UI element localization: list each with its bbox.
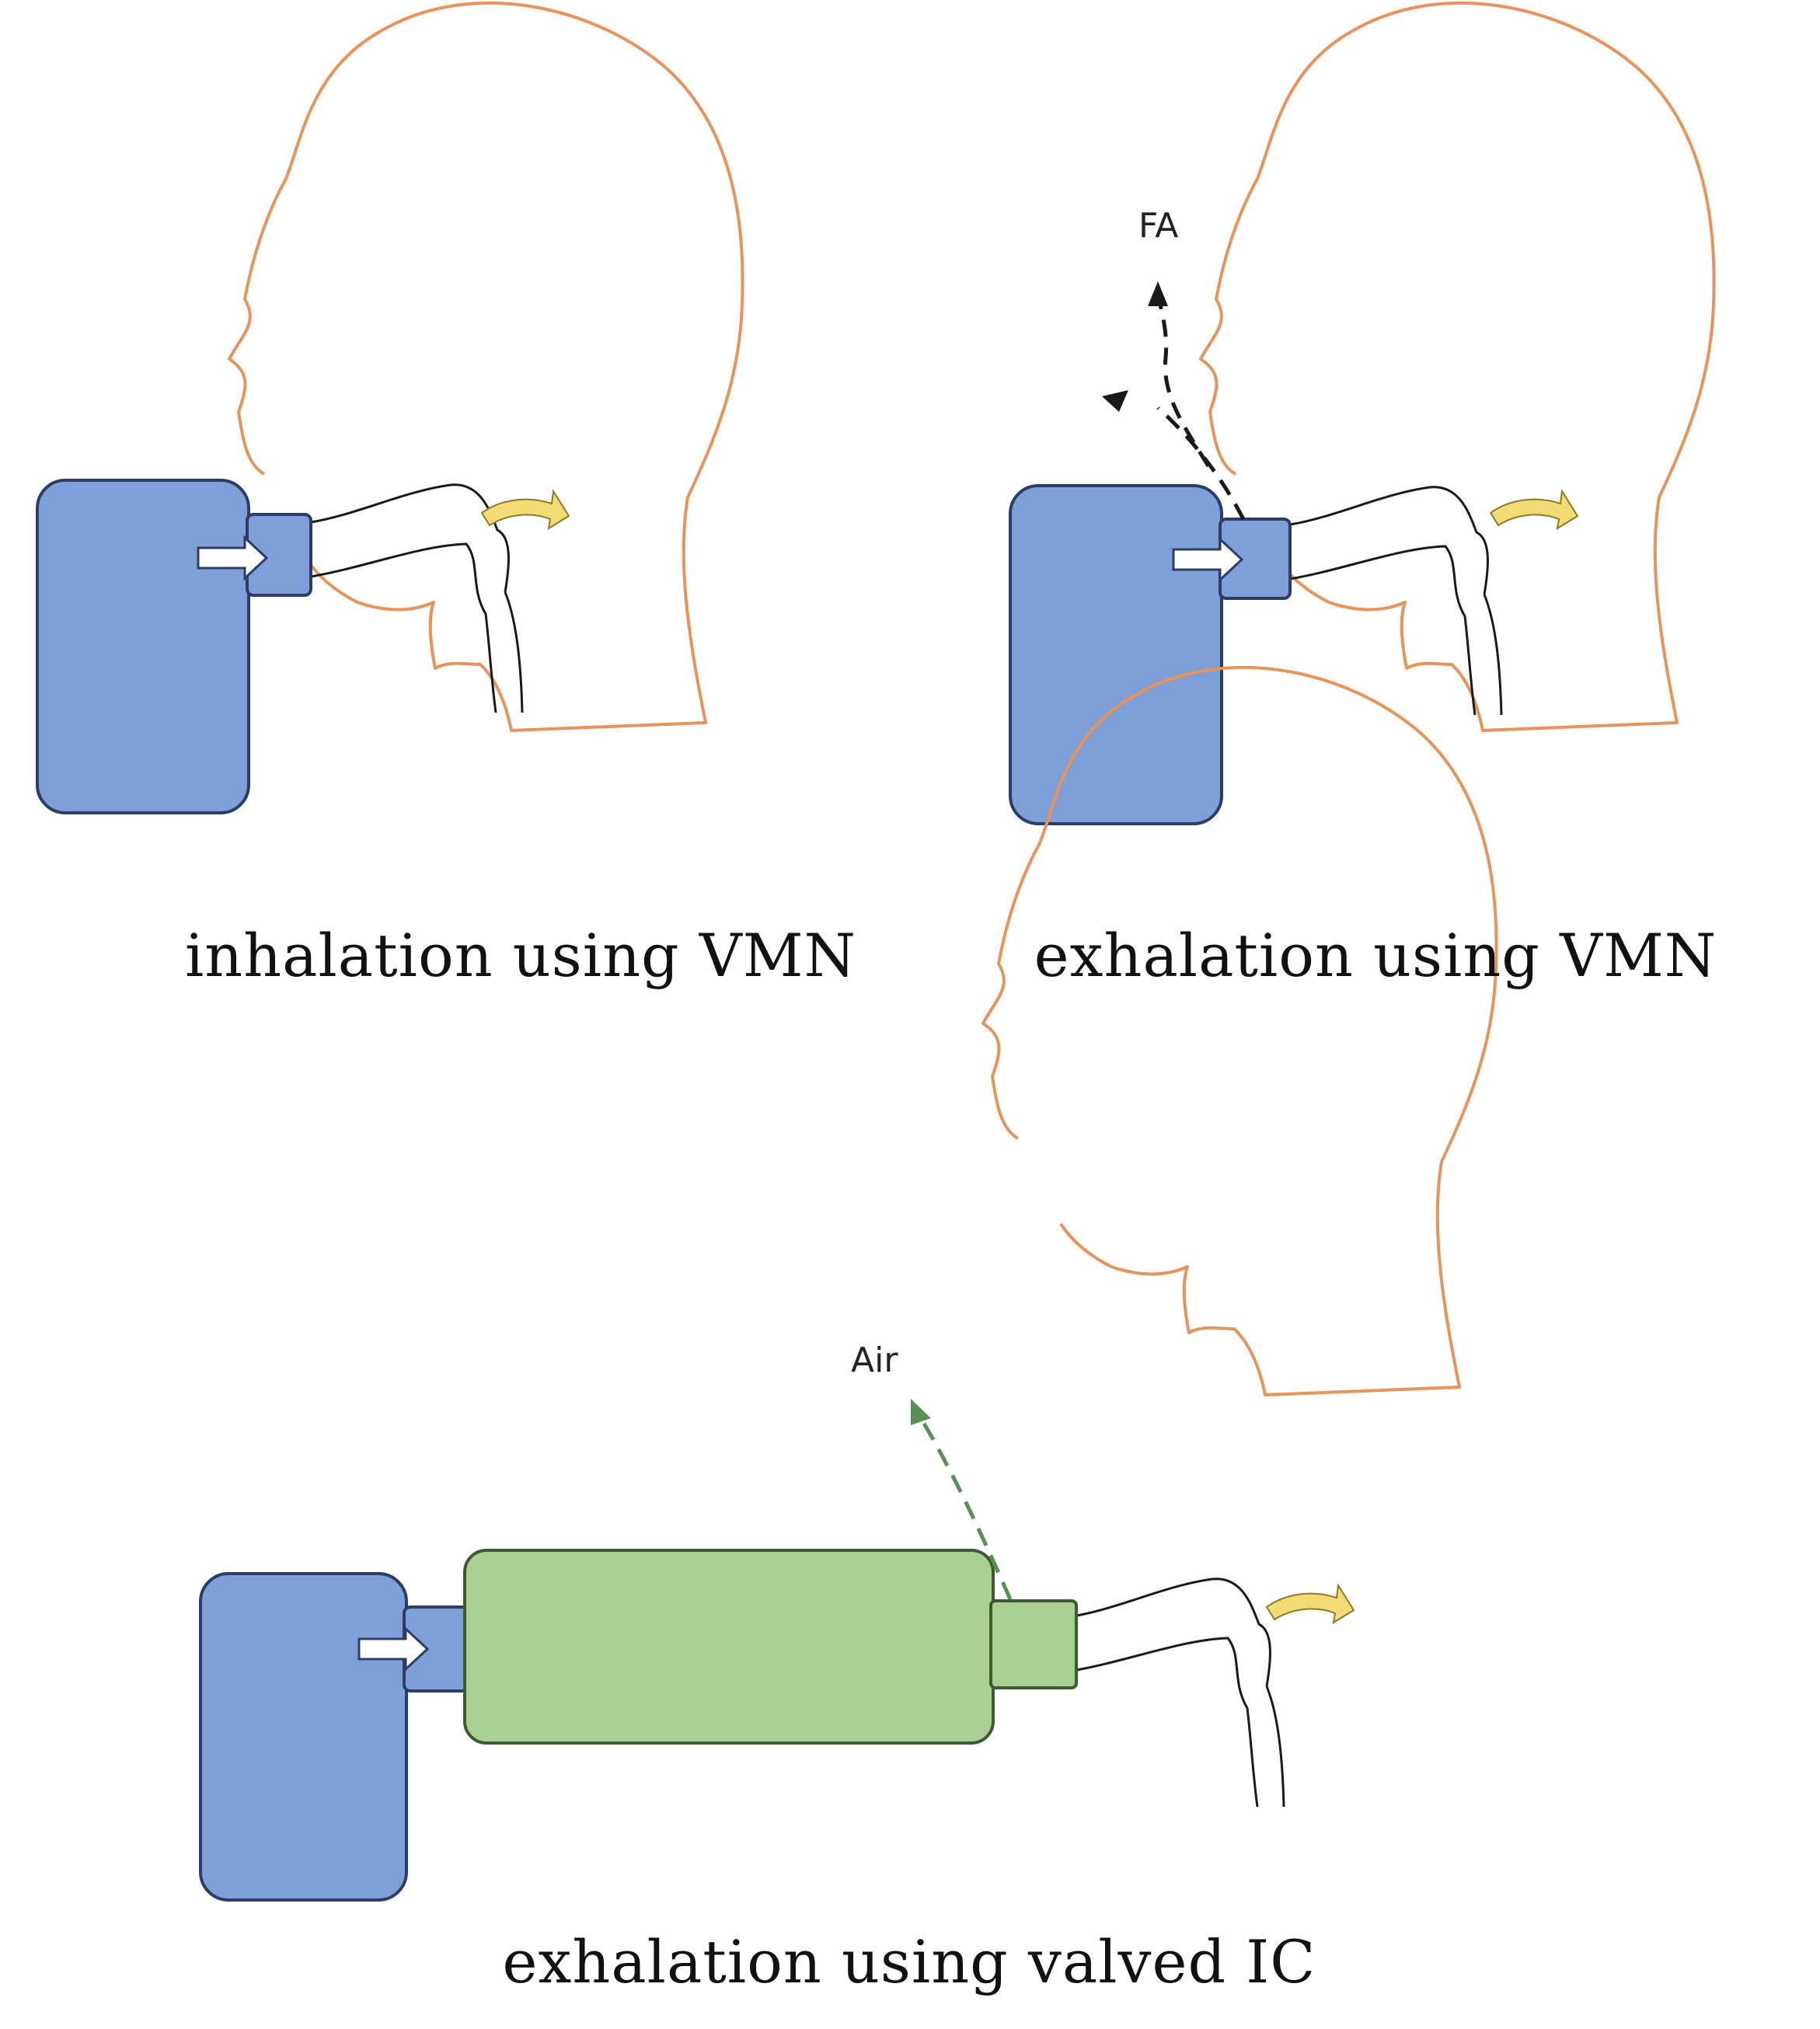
nebulizer-body <box>199 1572 408 1902</box>
airway-arrow-icon <box>1490 490 1578 529</box>
flow-arrowhead <box>911 1399 931 1425</box>
nebulizer-body <box>1009 484 1223 825</box>
head-outline <box>1199 1 1716 732</box>
label-air: Air <box>851 1340 898 1380</box>
panel-exhalation-valved-ic: Air <box>199 665 1498 1902</box>
nebulizer-body <box>36 479 250 814</box>
label-fa: FA <box>1138 206 1178 246</box>
caption-exhalation-valved-ic: exhalation using valved IC <box>502 1927 1316 1996</box>
exhaled-air-stream <box>919 1417 1013 1601</box>
chamber-mouthpiece <box>989 1599 1078 1689</box>
panel-exhalation-vmn: FA <box>1009 1 1716 825</box>
flow-arrowhead <box>1148 281 1168 306</box>
valved-holding-chamber <box>463 1549 995 1745</box>
fugitive-aerosol-stream <box>1156 295 1246 521</box>
panel-inhalation-vmn <box>36 1 744 814</box>
airway <box>1071 1578 1285 1808</box>
airway-arrow-icon <box>481 490 570 529</box>
flow-arrowhead <box>1102 390 1128 412</box>
caption-exhalation-vmn: exhalation using VMN <box>1034 921 1717 990</box>
caption-inhalation-vmn: inhalation using VMN <box>184 921 857 990</box>
airway-arrow-icon <box>1266 1585 1355 1623</box>
